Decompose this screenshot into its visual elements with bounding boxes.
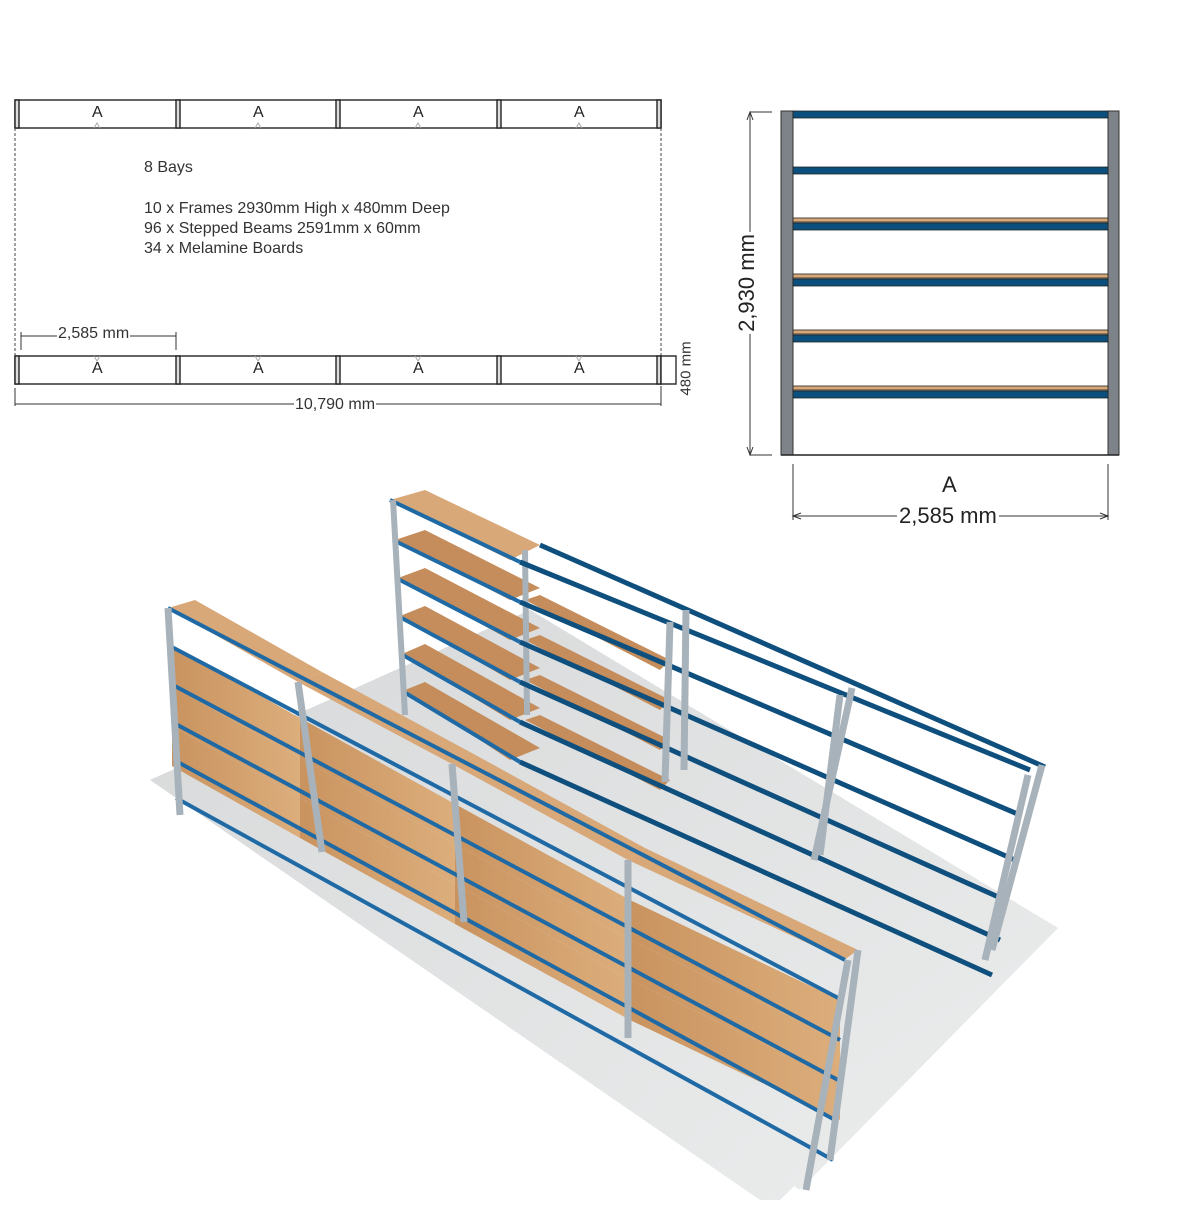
bay-label: A xyxy=(253,360,264,377)
bay-label: A xyxy=(413,360,424,377)
front-run xyxy=(164,600,862,1191)
width-dimension: 2,585 mm xyxy=(897,503,999,529)
elevation-bay-label: A xyxy=(942,472,957,497)
back-run xyxy=(389,490,1047,978)
bay-width-dimension: 2,585 mm xyxy=(57,325,131,343)
left-upright xyxy=(780,110,794,456)
bays-count: 8 Bays xyxy=(144,159,193,176)
racking-3d-render xyxy=(150,490,1058,1200)
render-3d xyxy=(0,470,1200,1200)
right-upright xyxy=(1107,110,1120,456)
elevation-view: 2,930 mm A 2,585 mm xyxy=(730,100,1150,530)
bay-label: A xyxy=(413,104,424,121)
bay-label: A xyxy=(574,360,585,377)
spec-line-frames: 10 x Frames 2930mm High x 480mm Deep xyxy=(144,200,450,217)
beams xyxy=(792,110,1109,399)
back-run-beam-section xyxy=(518,542,1047,978)
plan-view-drawing xyxy=(14,99,677,406)
back-run-uprights xyxy=(661,609,1046,961)
plan-top-row xyxy=(14,99,662,129)
front-run-uprights xyxy=(164,607,862,1191)
bay-label: A xyxy=(92,360,103,377)
spec-line-beams: 96 x Stepped Beams 2591mm x 60mm xyxy=(144,220,421,237)
elevation-drawing xyxy=(746,110,1120,520)
total-length-dimension: 10,790 mm xyxy=(294,396,377,414)
bay-label: A xyxy=(253,104,264,121)
plan-bottom-row xyxy=(14,355,677,385)
specs-block: 8 Bays 10 x Frames 2930mm High x 480mm D… xyxy=(144,158,450,259)
plan-view: A A A A A A A A 8 Bays 10 x Frames 2930m… xyxy=(0,0,720,420)
spec-line-boards: 34 x Melamine Boards xyxy=(144,240,304,257)
front-run-beams xyxy=(167,606,846,1162)
depth-dimension: 480 mm xyxy=(677,340,695,397)
bay-label: A xyxy=(92,104,103,121)
height-dimension: 2,930 mm xyxy=(733,232,760,334)
bay-label: A xyxy=(574,104,585,121)
